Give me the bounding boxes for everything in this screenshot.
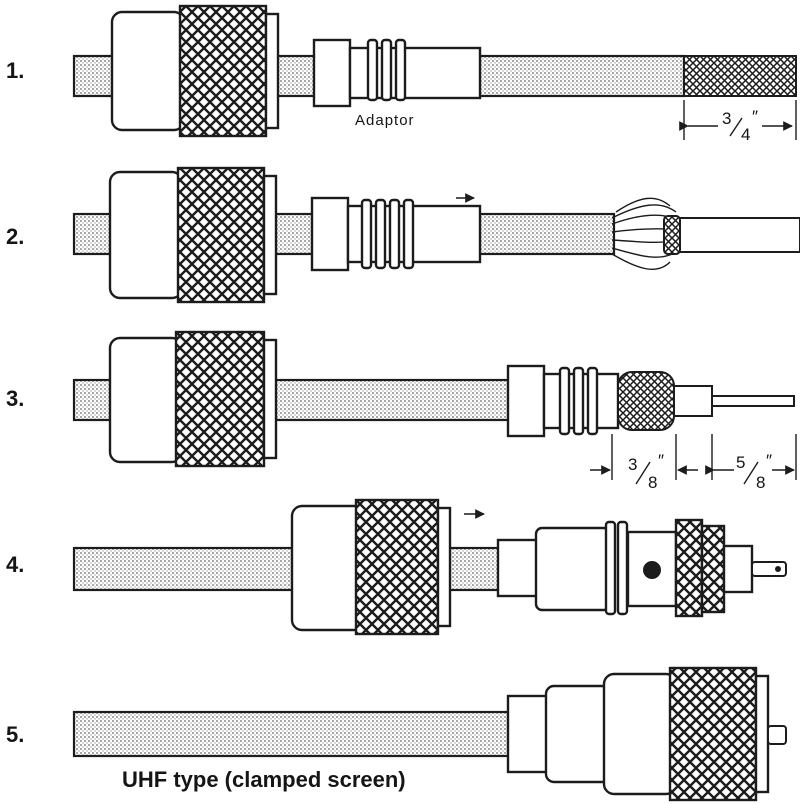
knurled-coupling-ring xyxy=(668,666,758,802)
knurled-ring xyxy=(674,518,704,618)
dimension-numerator: 3 xyxy=(722,109,731,128)
adaptor-collar xyxy=(312,38,352,108)
adaptor-thread xyxy=(360,198,415,270)
plug-shell xyxy=(544,684,612,784)
dimension-conductor: 5 8 ″ xyxy=(705,434,797,492)
center-pin xyxy=(751,561,787,577)
adaptor-thread xyxy=(604,520,629,616)
step-5: 5. UHF type (clamped screen) xyxy=(6,666,787,802)
dimension-denominator: 8 xyxy=(648,473,657,492)
adaptor-thread xyxy=(366,38,407,102)
step-4: 4. xyxy=(6,498,787,636)
step-4-number: 4. xyxy=(6,552,24,577)
plug-body xyxy=(110,10,186,132)
coupling-ring-lip xyxy=(754,674,770,794)
adaptor-caption: Adaptor xyxy=(355,112,415,129)
center-pin xyxy=(767,725,787,745)
center-conductor xyxy=(711,395,795,407)
dimension-step-1: 3 4 ″ xyxy=(679,100,797,144)
step-2-number: 2. xyxy=(6,224,24,249)
plug-body xyxy=(602,672,678,796)
knurled-coupling-ring xyxy=(354,498,440,636)
adaptor-collar xyxy=(496,538,540,598)
plug-body xyxy=(108,170,184,300)
step-5-number: 5. xyxy=(6,722,24,747)
coupling-ring-lip xyxy=(262,174,278,296)
step-1: 1. Adaptor 3 4 ″ xyxy=(6,4,797,144)
adaptor-collar xyxy=(310,196,350,272)
dimension-numerator: 5 xyxy=(736,453,745,472)
figure-title: UHF type (clamped screen) xyxy=(122,767,406,792)
plug-body xyxy=(108,336,184,464)
inner-dielectric xyxy=(673,385,713,417)
plug-body xyxy=(290,504,366,632)
step-2: 2. xyxy=(6,166,800,304)
dimension-numerator: 3 xyxy=(628,455,637,474)
plug-nose xyxy=(722,544,754,594)
adaptor-collar xyxy=(506,694,550,774)
center-pin-tip xyxy=(775,566,781,572)
adaptor-collar xyxy=(506,364,546,438)
step-3: 3. 3 8 ″ 5 xyxy=(6,330,797,492)
step-3-number: 3. xyxy=(6,386,24,411)
dimension-unit: ″ xyxy=(658,451,664,470)
step-1-number: 1. xyxy=(6,58,24,83)
coupling-ring-lip xyxy=(264,12,280,130)
solder-hole xyxy=(643,561,661,579)
cable-jacket xyxy=(72,710,512,758)
plug-shell xyxy=(534,526,612,612)
coupling-ring-lip xyxy=(262,338,278,460)
knurled-ring xyxy=(700,524,726,614)
coupling-ring-lip xyxy=(436,506,452,628)
inner-dielectric xyxy=(673,217,800,253)
knurled-coupling-ring xyxy=(174,330,266,468)
dimension-denominator: 8 xyxy=(756,473,765,492)
dimension-denominator: 4 xyxy=(741,125,750,144)
knurled-coupling-ring xyxy=(176,166,266,304)
adaptor-thread xyxy=(558,366,599,436)
braid-folded-over-adaptor xyxy=(617,371,675,431)
exposed-braid xyxy=(683,55,797,97)
dimension-unit: ″ xyxy=(766,451,772,470)
dimension-unit: ″ xyxy=(752,107,758,126)
folded-braid xyxy=(663,215,681,255)
dimension-braid: 3 8 ″ xyxy=(590,434,698,492)
knurled-coupling-ring xyxy=(178,4,268,138)
